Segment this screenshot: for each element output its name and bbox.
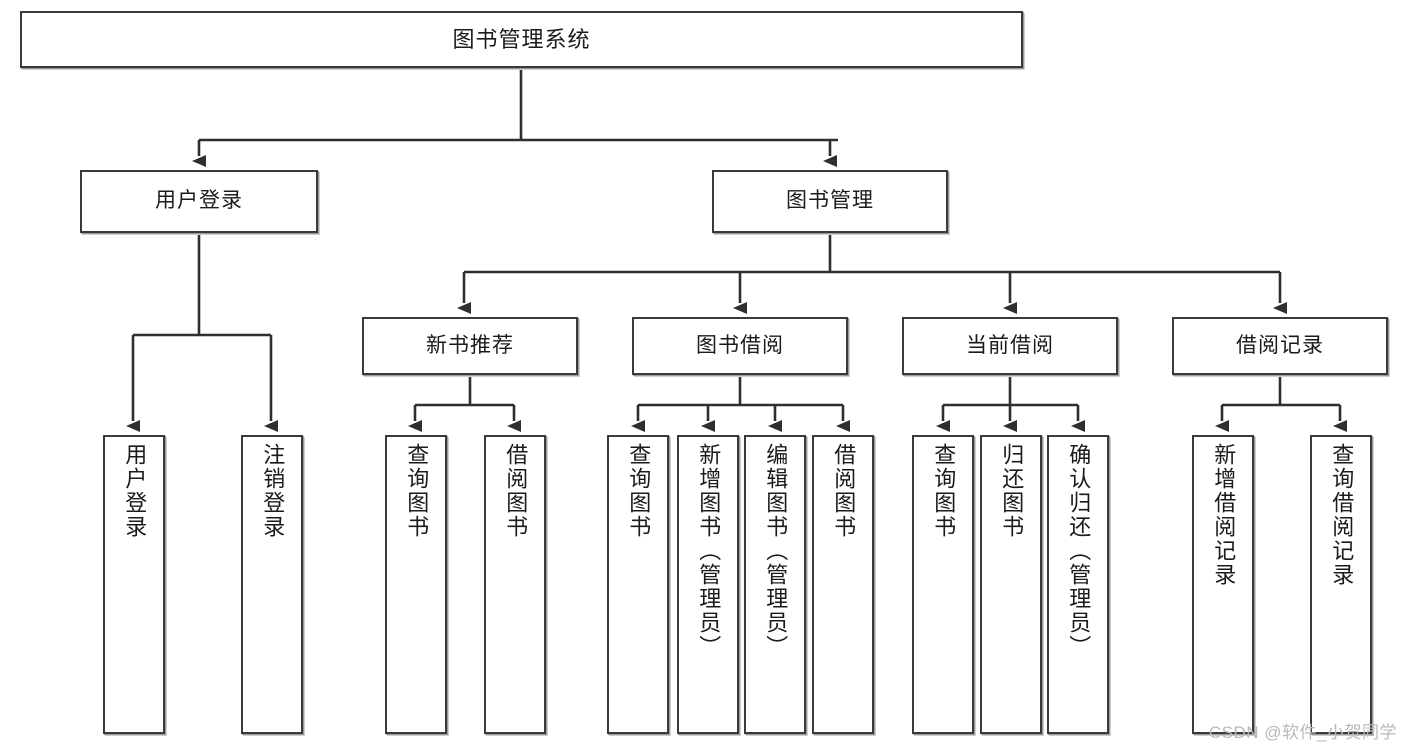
node-leaf-user-login[interactable]: 用户登录 [103, 435, 165, 734]
node-new-book-recommend-label: 新书推荐 [426, 333, 514, 357]
node-leaf-add-book-label: 新增图书（管理员） [696, 443, 722, 659]
node-leaf-return-book-label: 归还图书 [999, 443, 1025, 539]
node-leaf-query-record[interactable]: 查询借阅记录 [1310, 435, 1372, 734]
watermark: CSDN @软件_小贺同学 [1208, 723, 1397, 742]
node-root-label: 图书管理系统 [452, 26, 591, 52]
node-leaf-query-book-3-label: 查询图书 [931, 443, 957, 539]
node-leaf-return-book[interactable]: 归还图书 [980, 435, 1042, 734]
node-user-login-label: 用户登录 [155, 189, 243, 213]
node-leaf-add-book[interactable]: 新增图书（管理员） [677, 435, 739, 734]
node-leaf-query-book-3[interactable]: 查询图书 [912, 435, 974, 734]
node-leaf-query-book-2[interactable]: 查询图书 [607, 435, 669, 734]
node-new-book-recommend[interactable]: 新书推荐 [362, 317, 578, 375]
node-leaf-add-record-label: 新增借阅记录 [1211, 443, 1237, 587]
node-book-manage[interactable]: 图书管理 [712, 170, 948, 233]
node-current-borrow-label: 当前借阅 [966, 333, 1054, 357]
node-leaf-query-book-1-label: 查询图书 [404, 443, 430, 539]
node-borrow-record-label: 借阅记录 [1236, 333, 1324, 357]
node-book-borrow[interactable]: 图书借阅 [632, 317, 848, 375]
node-root[interactable]: 图书管理系统 [20, 11, 1023, 68]
node-leaf-add-record[interactable]: 新增借阅记录 [1192, 435, 1254, 734]
node-book-borrow-label: 图书借阅 [696, 333, 784, 357]
node-book-manage-label: 图书管理 [786, 189, 874, 213]
node-leaf-confirm-return[interactable]: 确认归还（管理员） [1047, 435, 1109, 734]
node-leaf-borrow-book-1[interactable]: 借阅图书 [484, 435, 546, 734]
node-leaf-borrow-book-1-label: 借阅图书 [503, 443, 529, 539]
node-leaf-query-book-1[interactable]: 查询图书 [385, 435, 447, 734]
node-leaf-edit-book-label: 编辑图书（管理员） [763, 443, 789, 659]
node-current-borrow[interactable]: 当前借阅 [902, 317, 1118, 375]
node-leaf-logout-label: 注销登录 [260, 443, 286, 539]
node-leaf-logout[interactable]: 注销登录 [241, 435, 303, 734]
node-leaf-query-record-label: 查询借阅记录 [1329, 443, 1355, 587]
node-user-login[interactable]: 用户登录 [80, 170, 318, 233]
node-leaf-borrow-book-2[interactable]: 借阅图书 [812, 435, 874, 734]
node-leaf-edit-book[interactable]: 编辑图书（管理员） [744, 435, 806, 734]
node-leaf-user-login-label: 用户登录 [122, 443, 148, 539]
node-leaf-query-book-2-label: 查询图书 [626, 443, 652, 539]
node-borrow-record[interactable]: 借阅记录 [1172, 317, 1388, 375]
node-leaf-borrow-book-2-label: 借阅图书 [831, 443, 857, 539]
node-leaf-confirm-return-label: 确认归还（管理员） [1066, 443, 1092, 659]
